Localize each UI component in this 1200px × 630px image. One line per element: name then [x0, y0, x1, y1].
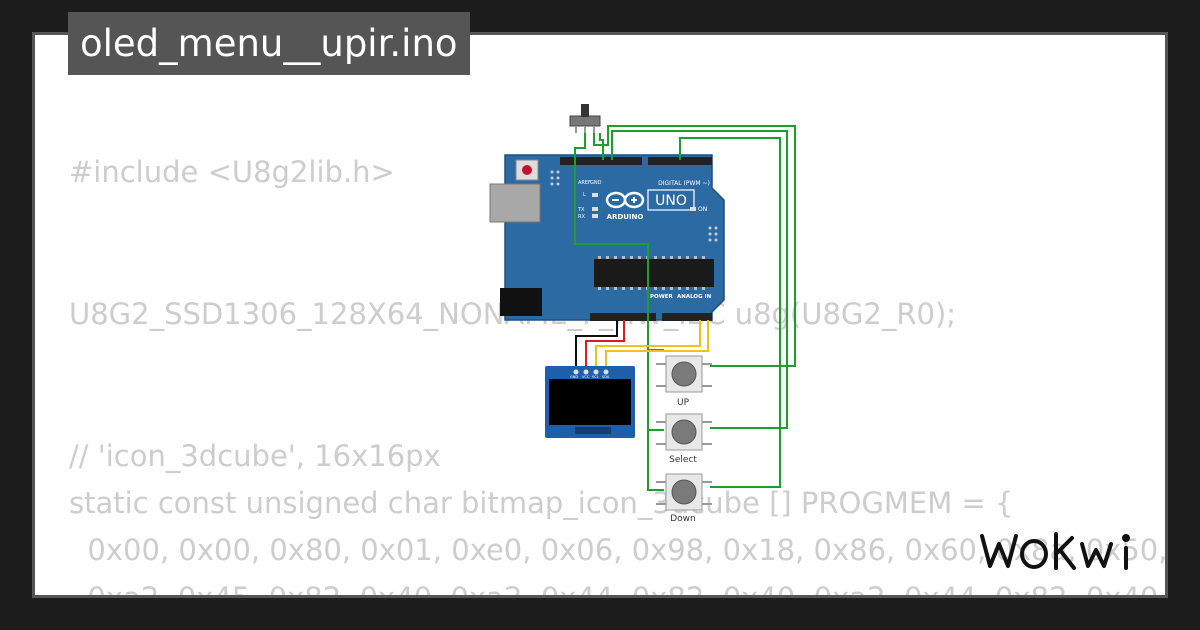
power-jack	[500, 288, 542, 316]
code-line: 0xa2, 0x45, 0x82, 0x40, 0xa2, 0x44, 0x82…	[69, 580, 1168, 598]
wokwi-logo	[980, 532, 1130, 570]
arduino-uno-board[interactable]: DIGITAL (PWM ~) GND AREF UNO ARDUINO ON …	[489, 154, 725, 321]
board-model: UNO	[655, 193, 687, 209]
button-down[interactable]: Down	[656, 473, 712, 524]
digital-header-right	[648, 157, 712, 165]
tx-label: TX	[577, 207, 585, 213]
aref-label: AREF	[578, 180, 591, 186]
code-line: #include <U8g2lib.h>	[69, 155, 395, 189]
digital-header-left	[560, 157, 642, 165]
project-title: oled_menu__upir.ino	[68, 12, 470, 75]
digital-label: DIGITAL (PWM ~)	[658, 180, 710, 187]
circuit-diagram[interactable]: DIGITAL (PWM ~) GND AREF UNO ARDUINO ON …	[460, 95, 840, 535]
l-label: L	[583, 192, 586, 198]
button-select-label: Select	[669, 455, 697, 465]
code-line: // 'icon_3dcube', 16x16px	[69, 438, 441, 473]
slide-switch[interactable]	[569, 104, 601, 133]
gnd-label: GND	[590, 180, 602, 186]
oled-display[interactable]: GND VCC SCL SDA	[545, 366, 635, 438]
usb-port	[489, 183, 541, 223]
button-up[interactable]: UP	[656, 355, 712, 408]
rx-label: RX	[578, 214, 585, 220]
oled-pin-sda: SDA	[602, 375, 610, 379]
arduino-logo	[605, 191, 645, 209]
code-line: static const unsigned char bitmap_icon_3…	[69, 486, 1014, 521]
oled-pin-scl: SCL	[592, 375, 599, 379]
oled-pin-vcc: VCC	[582, 375, 590, 379]
button-select[interactable]: Select	[656, 413, 712, 465]
code-line: 0x00, 0x00, 0x80, 0x01, 0xe0, 0x06, 0x98…	[69, 533, 1168, 568]
on-led-label: ON	[698, 206, 707, 213]
power-header	[590, 313, 656, 321]
analog-header	[662, 313, 712, 321]
board-brand: ARDUINO	[607, 213, 644, 221]
button-up-label: UP	[677, 398, 690, 408]
power-label: POWER	[650, 294, 674, 300]
atmega-chip	[594, 259, 714, 287]
oled-pin-gnd: GND	[570, 375, 578, 379]
wires	[574, 125, 796, 491]
analog-label: ANALOG IN	[677, 294, 712, 300]
button-down-label: Down	[670, 514, 696, 524]
